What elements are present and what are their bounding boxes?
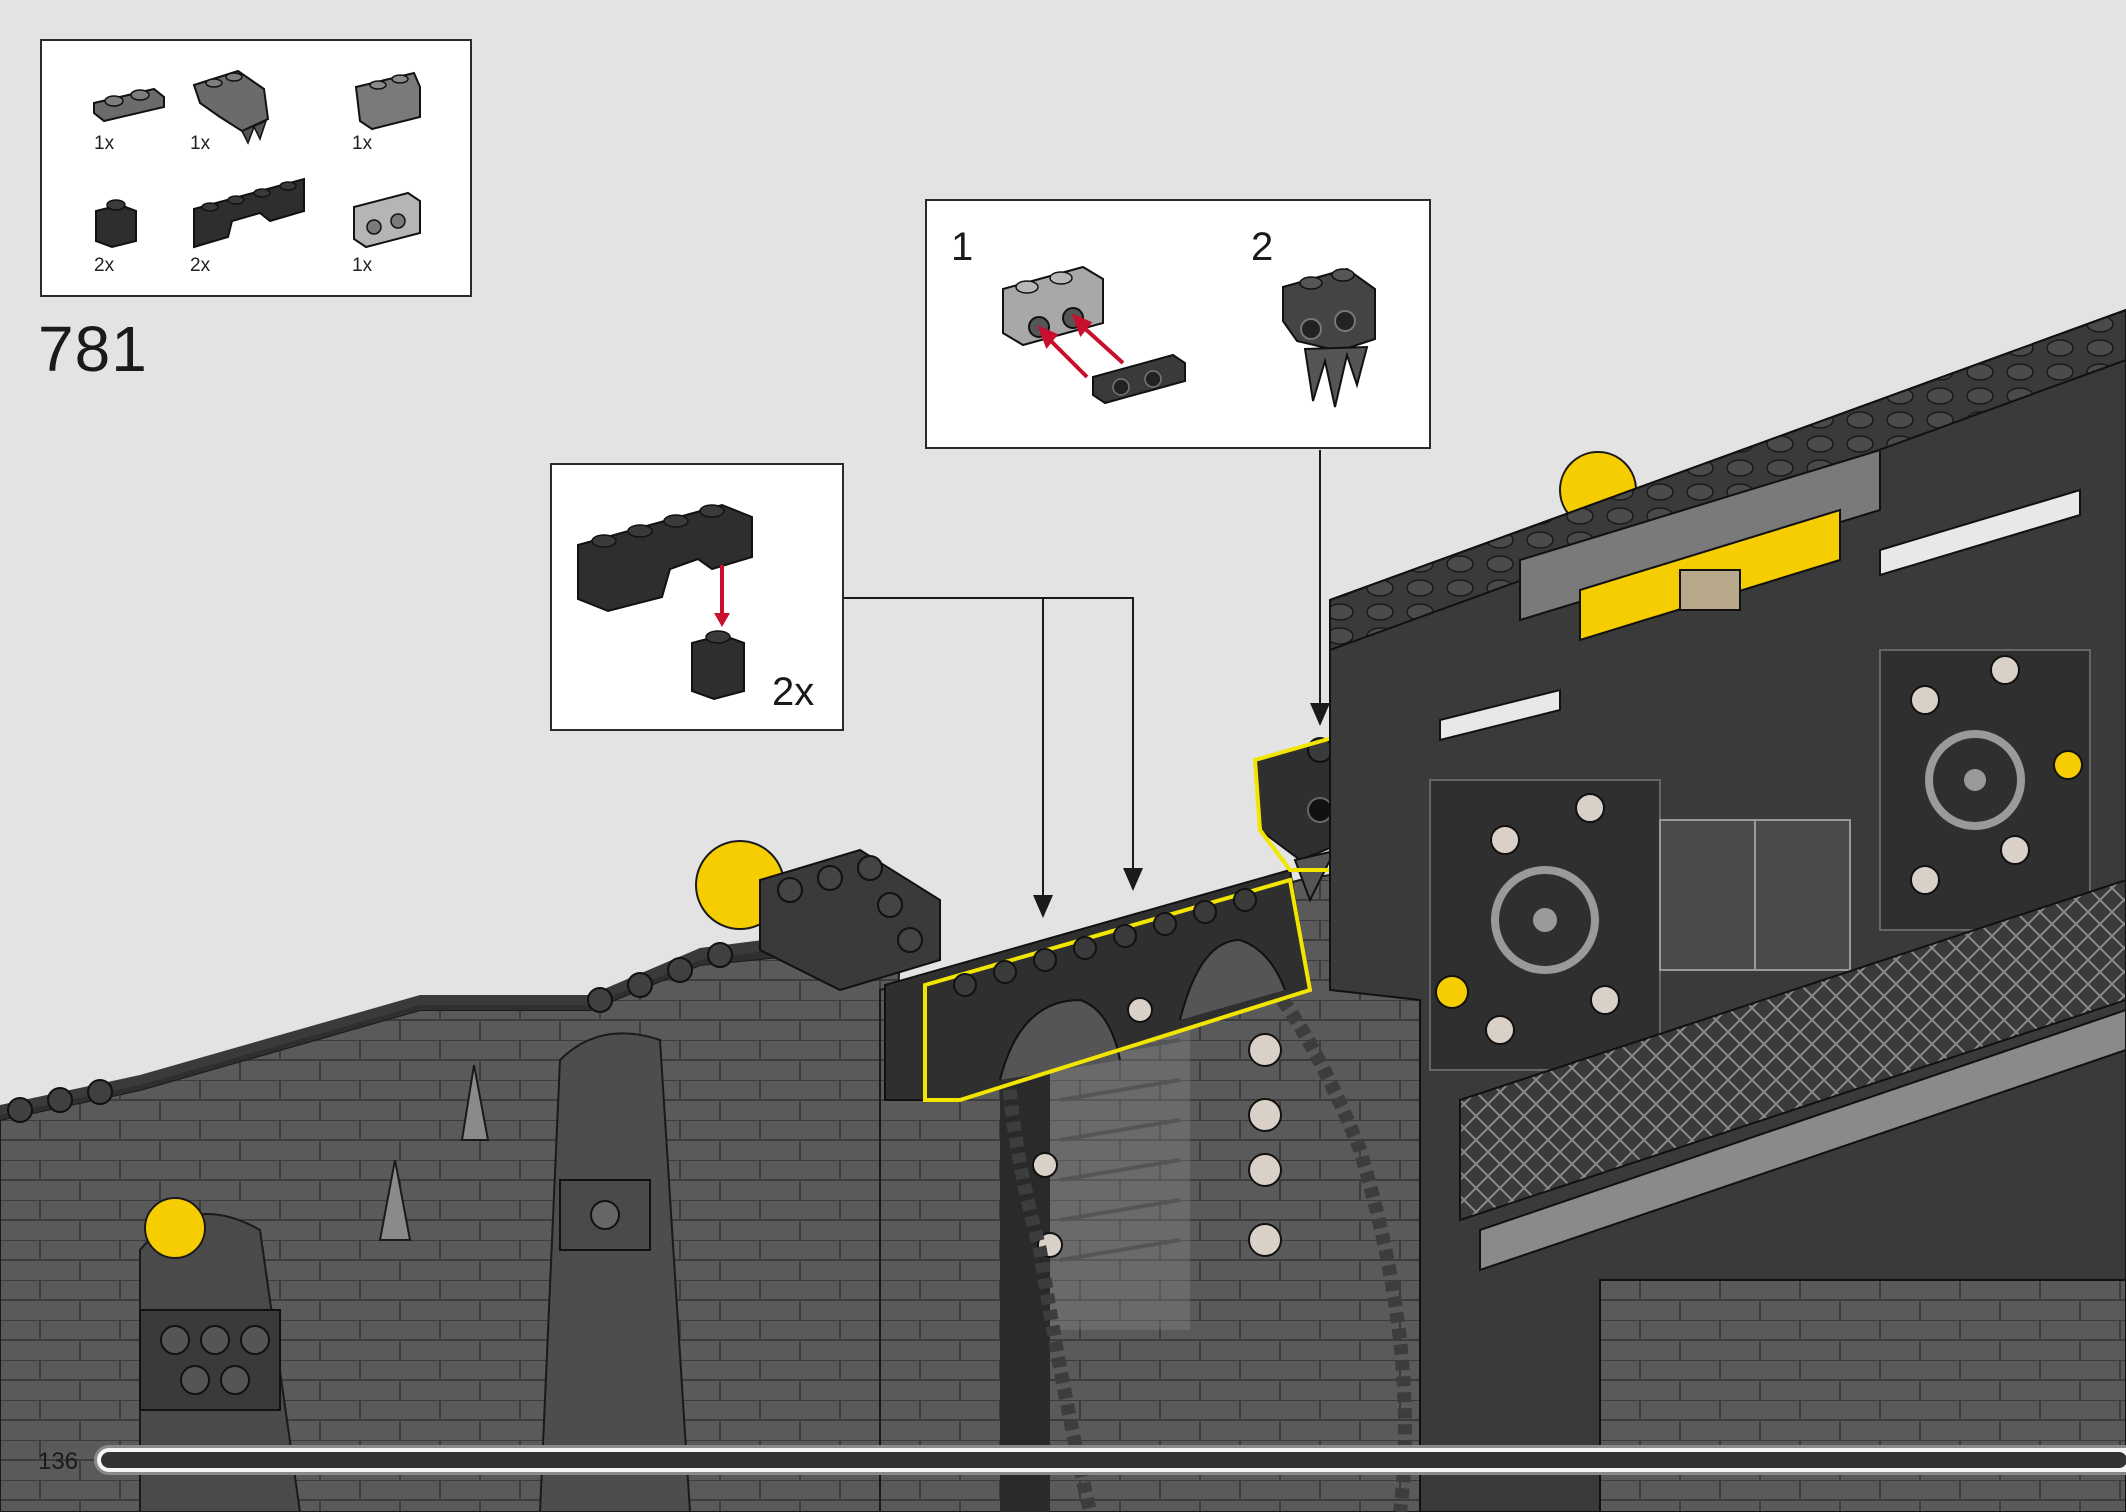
arch-callout-art [577,503,753,701]
hull-left [0,935,902,1512]
step-number: 781 [38,313,148,385]
arch-assembly [884,868,1313,1102]
subassembly-callout-box: 1 2 [925,199,1431,449]
red-arrows-icon [1037,313,1125,379]
qty-brick-1x2-side: 1x [352,255,373,276]
arch-1x4-icon [193,177,305,249]
qty-arch-1x4: 2x [190,255,211,276]
plate-1x2-icon [93,87,165,123]
red-arrow-icon [714,565,730,627]
hull-stud-row [0,925,880,1123]
parts-list-box: 1x 1x 1x 2x 2x 1x [40,39,472,297]
hull-details [139,1179,651,1411]
arch-callout-box: 2x [550,463,844,731]
substep-1-label: 1 [951,225,974,269]
page-number: 136 [38,1448,79,1475]
qty-brick-1x1: 2x [94,255,115,276]
callout-leader-lines [842,450,1321,900]
subassembly-art [1002,265,1376,408]
qty-claw-bracket: 1x [190,133,211,154]
arch-brick-icon [577,503,753,613]
brick-1x2-side-studs-icon [353,191,421,249]
claw-assembly-icon [1282,267,1376,408]
parts-list-art [93,69,421,249]
claw-bracket-icon [192,69,270,145]
qty-slope-inverted: 1x [352,133,373,154]
right-machinery [1329,308,2126,1512]
plate-1x2-icon [1092,353,1186,405]
brick-1x1-icon [691,630,745,701]
substep-2-label: 2 [1251,225,1274,269]
brick-1x1-icon [95,199,137,249]
progress-fill [101,1452,2126,1468]
slope-inverted-icon [354,71,421,131]
callout-arrowheads [1033,703,1330,918]
qty-plate-1x2: 1x [94,133,115,154]
arch-callout-qty: 2x [772,670,815,714]
corner-block [759,848,941,992]
progress-bar [94,1445,2126,1475]
